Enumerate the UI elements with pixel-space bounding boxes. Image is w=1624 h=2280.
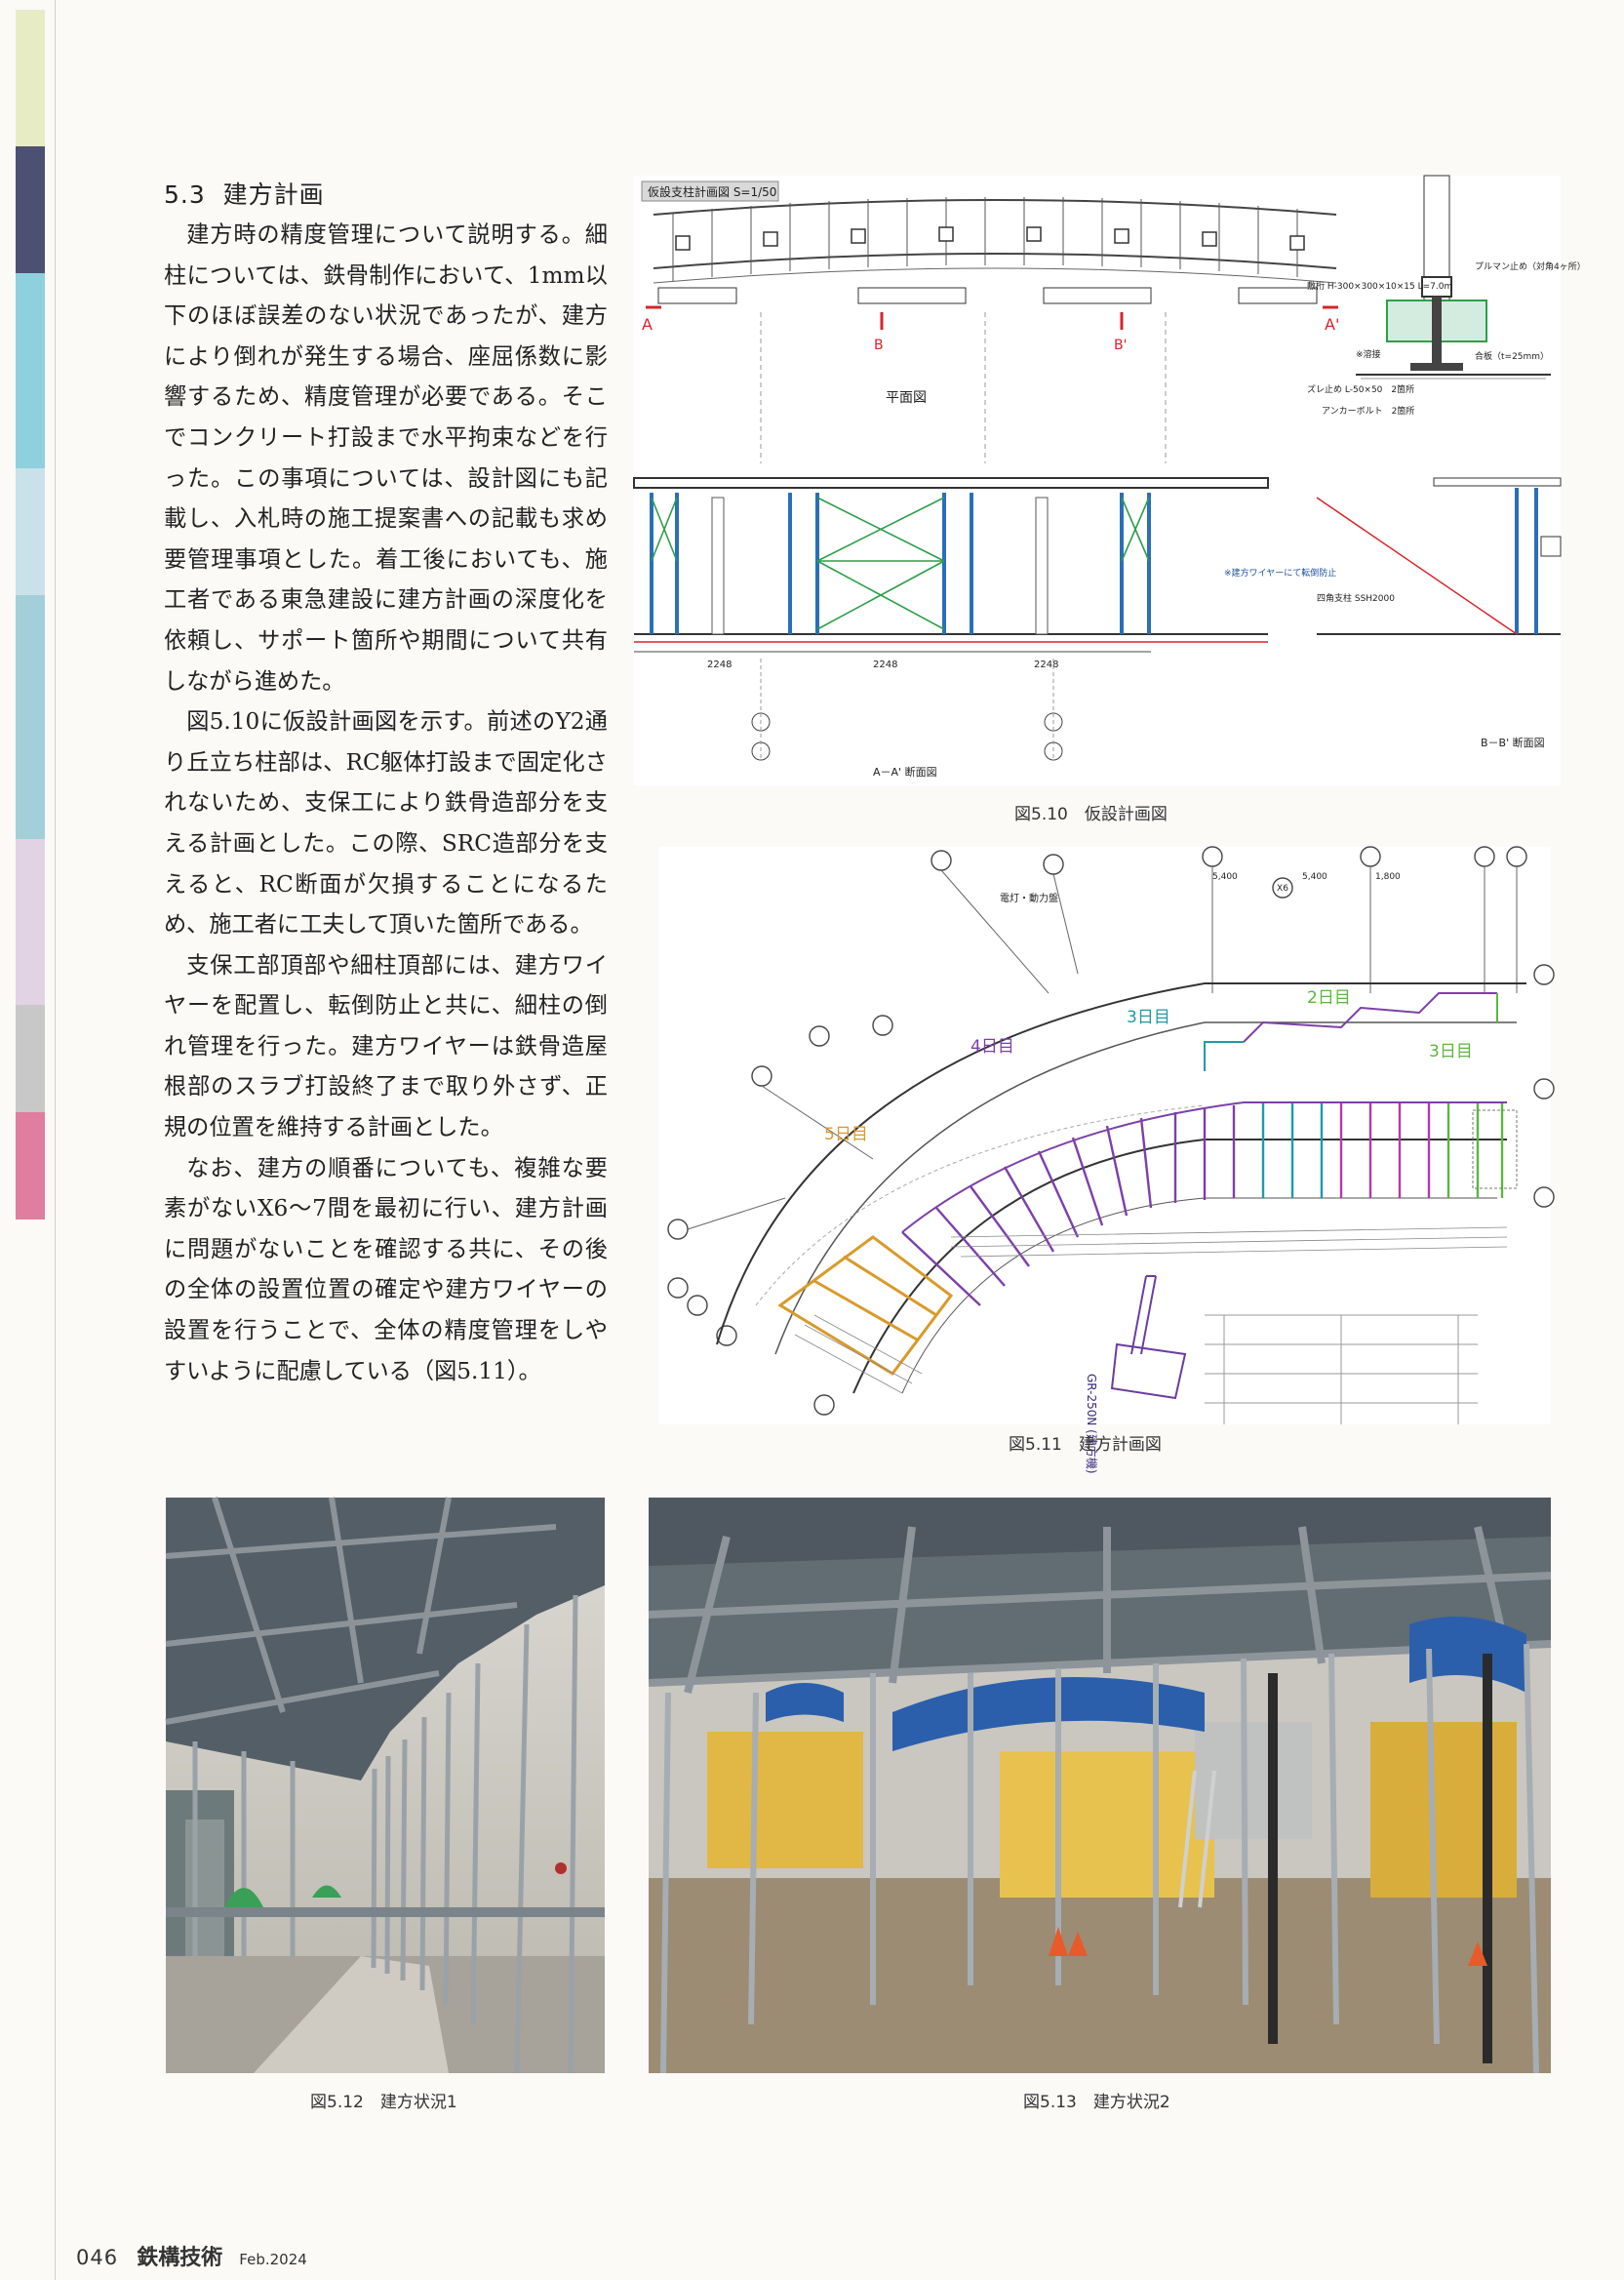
section-marker-b2: B' (1114, 338, 1127, 353)
zone-label-5: 5日目 (824, 1125, 868, 1144)
page-number: 046 (76, 2246, 119, 2269)
note-wire: ※建方ワイヤーにて転倒防止 (1224, 567, 1336, 579)
dim-top-3: 1,800 (1375, 872, 1401, 882)
section-marker-a: A (642, 315, 653, 334)
margin-color-strip (16, 10, 45, 1220)
page-footer: 046 鉄構技術 Feb.2024 (76, 2240, 307, 2271)
note-power: 電灯・動力盤 (1000, 892, 1058, 904)
section-number: 5.3 (164, 180, 206, 209)
zone-label-2: 2日目 (1307, 988, 1351, 1008)
zone-label-3a: 3日目 (1127, 1008, 1170, 1027)
construction-photo-1 (165, 1497, 605, 2074)
photo-fig-5-13 (648, 1498, 1552, 2074)
paragraph-4: なお、建方の順番についても、複雑な要素がないX6～7間を最初に行い、建方計画に問… (164, 1154, 608, 1384)
dim-top-1: 5,400 (1212, 872, 1238, 882)
dim-top-2: 5,400 (1302, 872, 1327, 882)
magazine-title: 鉄構技術 (137, 2245, 223, 2270)
caption-fig-5-10: 図5.10 仮設計画図 (1014, 805, 1168, 824)
caption-fig-5-12: 図5.12 建方状況1 (310, 2093, 457, 2112)
note-weld: ※溶接 (1356, 348, 1381, 360)
section-bb-title: B－B' 断面図 (1481, 736, 1545, 749)
figure-5-11: X6 電灯・動力盤 5,400 5,400 1,800 (658, 846, 1555, 1474)
body-text: 建方時の精度管理について説明する。細柱については、鉄骨制作において、1mm以下の… (164, 215, 608, 1391)
paragraph-3: 支保工部頂部や細柱頂部には、建方ワイヤーを配置し、転倒防止と共に、細柱の倒れ管理… (164, 951, 608, 1141)
issue-date: Feb.2024 (239, 2251, 307, 2268)
plan-label: 仮設支柱計画図 S=1/50 (648, 184, 776, 199)
note-anchor-bolt: アンカーボルト 2箇所 (1322, 405, 1414, 417)
note-slip-stopper: ズレ止め L-50×50 2箇所 (1307, 383, 1414, 395)
dim-aa-2: 2248 (873, 660, 897, 670)
note-post: 四角支柱 SSH2000 (1317, 592, 1395, 604)
section-marker-b: B (874, 338, 884, 353)
temporary-plan-drawing: 仮設支柱計画図 S=1/50 A A' (633, 175, 1586, 779)
section-heading: 5.3 建方計画 (164, 176, 325, 211)
note-plywood: 合板（t=25mm） (1475, 350, 1549, 362)
zone-label-4: 4日目 (970, 1037, 1014, 1057)
dim-aa-3: 2248 (1034, 660, 1058, 670)
erection-plan-drawing: X6 電灯・動力盤 5,400 5,400 1,800 (667, 846, 1555, 1474)
construction-photo-2 (648, 1498, 1552, 2074)
zone-label-3b: 3日目 (1429, 1042, 1473, 1061)
plan-title: 平面図 (886, 390, 927, 406)
dim-aa-1: 2248 (707, 660, 732, 670)
caption-fig-5-13: 図5.13 建方状況2 (1023, 2093, 1170, 2112)
note-laying-beam: 敷桁 H-300×300×10×15 L=7.0m (1307, 280, 1452, 292)
paragraph-1: 建方時の精度管理について説明する。細柱については、鉄骨制作において、1mm以下の… (164, 221, 608, 695)
section-aa-title: A－A' 断面図 (873, 765, 937, 779)
figure-5-10: 仮設支柱計画図 S=1/50 A A' (633, 175, 1586, 785)
crane-label: GR-250N (建方機) (1085, 1374, 1099, 1474)
grid-label: X6 (1277, 884, 1288, 894)
caption-fig-5-11: 図5.11 建方計画図 (1009, 1435, 1162, 1455)
section-title: 建方計画 (222, 180, 325, 209)
photo-fig-5-12 (165, 1497, 605, 2074)
section-marker-a2: A' (1325, 315, 1339, 334)
note-pullman: プルマン止め（対角4ヶ所） (1475, 260, 1586, 272)
paragraph-2: 図5.10に仮設計画図を示す。前述のY2通り丘立ち柱部は、RC躯体打設まで固定化… (164, 708, 608, 939)
margin-rule (55, 0, 56, 2280)
